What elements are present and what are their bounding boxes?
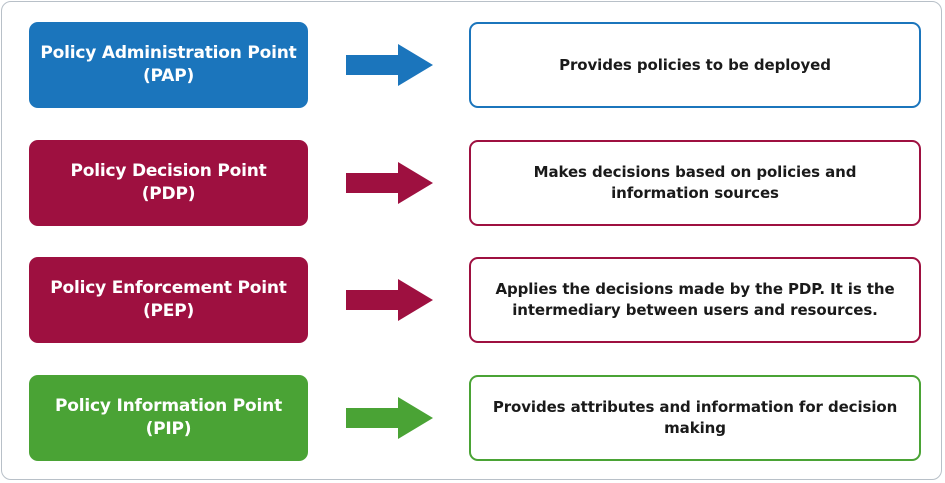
pep-description: Applies the decisions made by the PDP. I… [495,280,895,319]
pdp-abbr: (PDP) [141,184,196,204]
pip-description-box: Provides attributes and information for … [469,375,921,461]
pip-abbr: (PIP) [145,419,192,439]
pep-arrow-icon [346,279,433,321]
pap-arrow-icon [346,44,433,86]
pep-box: Policy Enforcement Point (PEP) [29,257,308,343]
pdp-description-box: Makes decisions based on policies and in… [469,140,921,226]
pip-name: Policy Information Point [55,396,282,416]
pip-arrow-icon [346,397,433,439]
pip-description: Provides attributes and information for … [492,398,898,437]
pap-name: Policy Administration Point [40,43,297,63]
pep-abbr: (PEP) [142,301,195,321]
pdp-description: Makes decisions based on policies and in… [533,163,857,202]
component-row-pdp: Policy Decision Point (PDP) Makes decisi… [0,140,945,226]
pep-description-box: Applies the decisions made by the PDP. I… [469,257,921,343]
component-row-pip: Policy Information Point (PIP) Provides … [0,375,945,461]
pip-box: Policy Information Point (PIP) [29,375,308,461]
pdp-box: Policy Decision Point (PDP) [29,140,308,226]
pep-name: Policy Enforcement Point [50,278,287,298]
pap-description-box: Provides policies to be deployed [469,22,921,108]
pdp-arrow-icon [346,162,433,204]
pap-description: Provides policies to be deployed [559,55,831,74]
pap-box: Policy Administration Point (PAP) [29,22,308,108]
component-row-pep: Policy Enforcement Point (PEP) Applies t… [0,257,945,343]
pdp-name: Policy Decision Point [70,161,267,181]
component-row-pap: Policy Administration Point (PAP) Provid… [0,22,945,108]
pap-abbr: (PAP) [142,66,195,86]
